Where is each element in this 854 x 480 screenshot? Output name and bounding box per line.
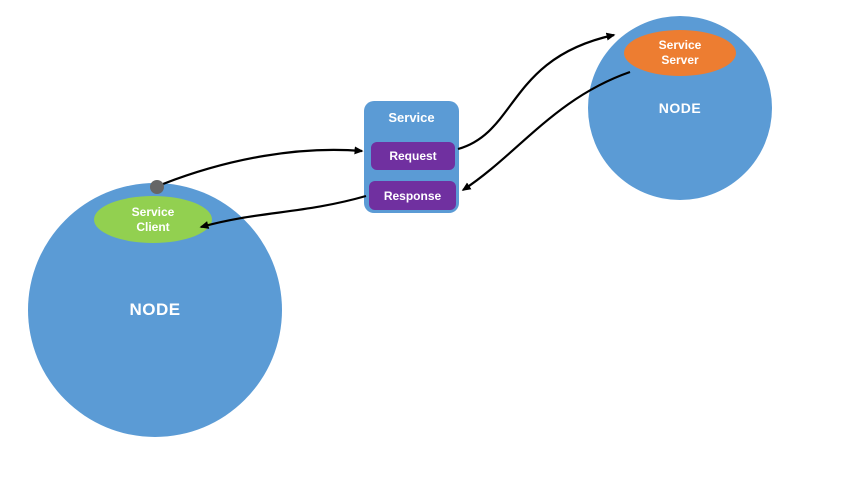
request-label: Request <box>389 149 437 163</box>
service-server-oval: Service Server <box>624 30 736 76</box>
request-box: Request <box>371 142 455 170</box>
service-client-label-line1: Service <box>131 204 175 219</box>
response-box: Response <box>369 181 456 210</box>
service-client-oval: Service Client <box>94 196 212 243</box>
service-box-title: Service <box>388 110 435 125</box>
node-left-label: NODE <box>129 300 181 319</box>
service-server-label-line2: Server <box>661 53 699 67</box>
node-right-label: NODE <box>658 100 702 116</box>
arrow-client-to-request <box>162 146 364 186</box>
response-label: Response <box>383 188 442 203</box>
service-server-label-line1: Service <box>658 38 702 52</box>
service-client-label-line2: Client <box>136 219 170 234</box>
